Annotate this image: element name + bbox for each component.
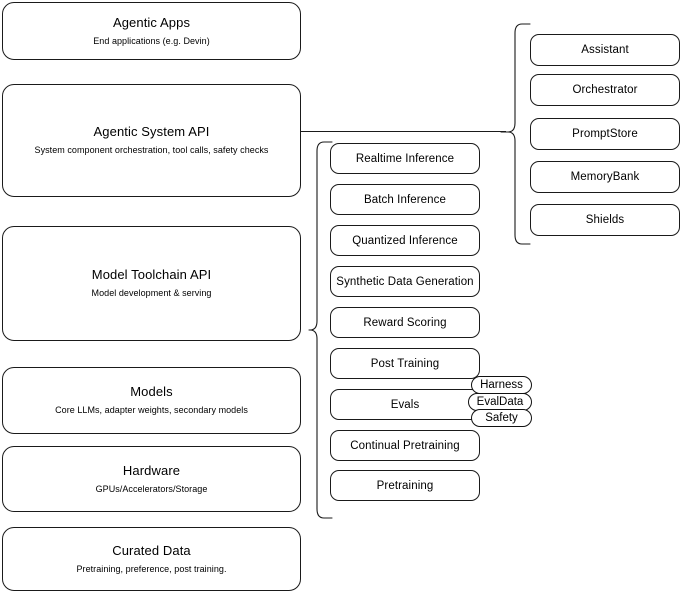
layer-title: Model Toolchain API — [91, 267, 212, 282]
layer-subtitle: End applications (e.g. Devin) — [93, 35, 210, 46]
layer-subtitle: GPUs/Accelerators/Storage — [95, 483, 208, 494]
capability-quantized-inference[interactable]: Quantized Inference — [330, 225, 480, 256]
layer-models[interactable]: Models Core LLMs, adapter weights, secon… — [2, 367, 301, 434]
capability-post-training[interactable]: Post Training — [330, 348, 480, 379]
layer-agentic-apps[interactable]: Agentic Apps End applications (e.g. Devi… — [2, 2, 301, 60]
capability-label: Synthetic Data Generation — [336, 275, 474, 288]
layer-title: Models — [130, 384, 173, 399]
capability-label: Reward Scoring — [363, 316, 447, 329]
layer-subtitle: System component orchestration, tool cal… — [34, 145, 269, 155]
component-memorybank[interactable]: MemoryBank — [530, 161, 680, 193]
badge-label: Harness — [480, 378, 523, 391]
capability-continual-pretraining[interactable]: Continual Pretraining — [330, 430, 480, 461]
component-label: Orchestrator — [572, 84, 638, 96]
badge-label: Safety — [485, 411, 518, 424]
component-assistant[interactable]: Assistant — [530, 34, 680, 66]
capability-pretraining[interactable]: Pretraining — [330, 470, 480, 501]
capability-label: Realtime Inference — [355, 152, 455, 165]
capability-label: Batch Inference — [363, 193, 447, 206]
layer-title: Hardware — [122, 462, 181, 478]
badge-harness[interactable]: Harness — [471, 376, 532, 394]
layer-agentic-system-api[interactable]: Agentic System API System component orch… — [2, 84, 301, 197]
connector-system-api-to-components — [301, 126, 506, 138]
component-orchestrator[interactable]: Orchestrator — [530, 74, 680, 106]
badge-safety[interactable]: Safety — [471, 409, 532, 427]
component-label: MemoryBank — [570, 171, 640, 183]
component-label: Assistant — [581, 44, 629, 56]
capability-label: Post Training — [370, 357, 440, 370]
capability-evals[interactable]: Evals — [330, 389, 480, 420]
layer-subtitle: Core LLMs, adapter weights, secondary mo… — [55, 405, 248, 415]
layer-hardware[interactable]: Hardware GPUs/Accelerators/Storage — [2, 446, 301, 512]
capability-label: Evals — [390, 398, 420, 411]
component-promptstore[interactable]: PromptStore — [530, 118, 680, 150]
capability-label: Pretraining — [376, 479, 434, 492]
layer-curated-data[interactable]: Curated Data Pretraining, preference, po… — [2, 527, 301, 591]
capability-label: Quantized Inference — [352, 234, 458, 247]
layer-title: Curated Data — [112, 542, 191, 558]
capability-synthetic-data-generation[interactable]: Synthetic Data Generation — [330, 266, 480, 297]
capability-batch-inference[interactable]: Batch Inference — [330, 184, 480, 215]
layer-model-toolchain-api[interactable]: Model Toolchain API Model development & … — [2, 226, 301, 341]
brace-system-components — [500, 22, 532, 246]
capability-reward-scoring[interactable]: Reward Scoring — [330, 307, 480, 338]
component-shields[interactable]: Shields — [530, 204, 680, 236]
capability-label: Continual Pretraining — [350, 439, 460, 452]
component-label: PromptStore — [572, 128, 638, 140]
layer-title: Agentic System API — [93, 124, 210, 139]
layer-title: Agentic Apps — [112, 14, 191, 30]
layer-subtitle: Pretraining, preference, post training. — [76, 563, 227, 574]
layer-subtitle: Model development & serving — [91, 288, 212, 298]
capability-realtime-inference[interactable]: Realtime Inference — [330, 143, 480, 174]
component-label: Shields — [585, 214, 625, 226]
badge-label: EvalData — [476, 395, 524, 408]
